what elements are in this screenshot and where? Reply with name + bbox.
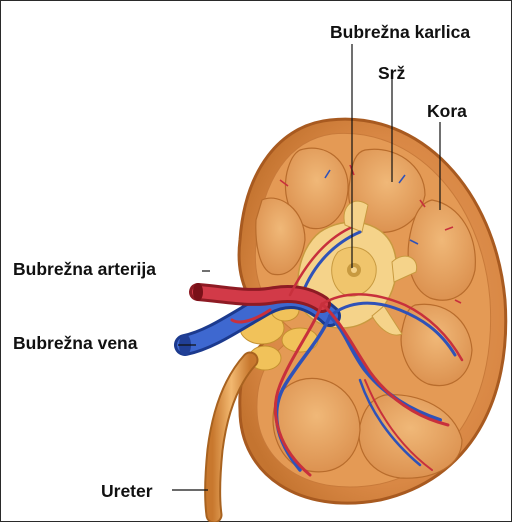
- label-medulla: Srž: [378, 63, 405, 83]
- label-renal-artery: Bubrežna arterija: [13, 259, 156, 279]
- label-renal-vein: Bubrežna vena: [13, 333, 137, 353]
- label-cortex: Kora: [427, 101, 467, 121]
- label-renal-pelvis: Bubrežna karlica: [330, 22, 470, 42]
- label-ureter: Ureter: [101, 481, 153, 501]
